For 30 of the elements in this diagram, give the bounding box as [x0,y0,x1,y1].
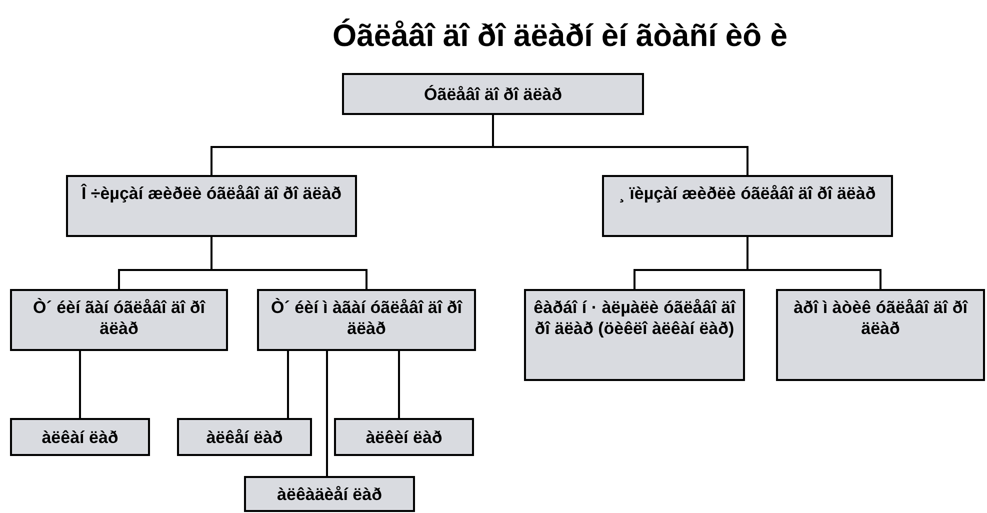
category-box [257,289,476,351]
node-label: Î ÷èµçàí æèðëè óãëåâî äî ðî äëàð [80,183,343,204]
connector-line [79,351,81,418]
connector-line [398,351,400,418]
category-box [10,289,228,351]
category-box [334,418,474,456]
node-label: àëêèí ëàð [364,426,444,448]
node-label: ¸ ïèµçàí æèðëè óãëåâî äî ðî äëàð [618,183,877,204]
node-label: àëêàí ëàð [40,426,120,448]
category-box [244,476,415,512]
category-box [177,418,312,456]
category-box [66,175,357,237]
connector-line [746,237,882,289]
connector-line [210,237,368,289]
connector-line [492,115,748,175]
category-box [342,73,644,115]
connector-line [326,351,328,476]
node-label: Ò´ éèí ì àãàí óãëåâî äî ðî äëàð [270,297,464,339]
node-label: Óãëåâî äî ðî äëàð [423,84,563,104]
diagram-title: Óãëåâî äî ðî äëàðí èí ãòàñí èô è [332,18,788,54]
node-label: àëêåí ëàð [205,426,284,448]
category-box [524,289,745,381]
node-label: êàðáî í · àëµàëè óãëåâî äî ðî äëàð (öèêëî àëêàí ëàð) [532,297,737,339]
category-box [776,289,985,381]
node-label: Ò´ éèí ãàí óãëåâî äî ðî äëàð [32,297,206,339]
category-box [10,418,150,456]
node-label: àðî ì àòèê óãëåâî äî ðî äëàð [792,297,969,339]
category-box [602,175,893,237]
connector-line [287,351,289,418]
node-label: àëêàäèåí ëàð [276,484,383,504]
